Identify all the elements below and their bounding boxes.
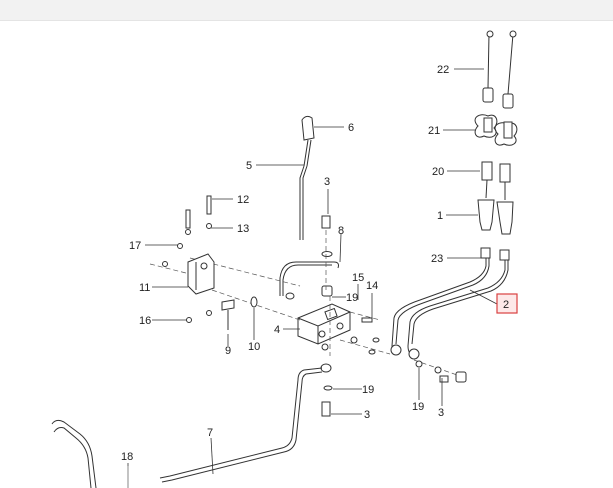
callout-23[interactable]: 23 — [431, 253, 443, 265]
callout-11[interactable]: 11 — [139, 282, 150, 294]
callout-19-lower[interactable]: 19 — [362, 384, 374, 396]
callout-3-lower[interactable]: 3 — [364, 409, 370, 421]
callout-5[interactable]: 5 — [246, 160, 252, 172]
callout-20[interactable]: 20 — [432, 166, 444, 178]
cable-assembly-left — [474, 30, 498, 259]
callout-3-top[interactable]: 3 — [324, 176, 330, 188]
cable-assembly-right — [494, 30, 518, 261]
fittings-and-seals — [221, 292, 467, 417]
return-tube — [159, 367, 323, 483]
callout-15[interactable]: 15 — [352, 272, 364, 284]
callout-3-right[interactable]: 3 — [438, 407, 444, 419]
callout-9[interactable]: 9 — [225, 345, 231, 357]
callout-14[interactable]: 14 — [366, 280, 378, 292]
callout-7[interactable]: 7 — [207, 427, 213, 439]
callout-2-highlight-box — [496, 293, 518, 314]
callout-6[interactable]: 6 — [348, 122, 354, 134]
callout-2[interactable]: 2 — [503, 299, 509, 311]
callout-8[interactable]: 8 — [338, 225, 344, 237]
control-lever — [299, 115, 315, 240]
callout-1[interactable]: 1 — [437, 210, 443, 222]
top-toolbar — [0, 0, 613, 21]
callout-12[interactable]: 12 — [237, 194, 249, 206]
mounting-bracket — [162, 195, 215, 323]
callout-19-right[interactable]: 19 — [412, 401, 424, 413]
bent-pipe — [51, 419, 129, 488]
callout-19-upper[interactable]: 19 — [346, 292, 358, 304]
callout-18[interactable]: 18 — [121, 451, 133, 463]
callouts: 22 21 20 1 23 2 6 5 3 8 12 13 17 11 16 9… — [121, 64, 518, 463]
callout-17[interactable]: 17 — [129, 240, 141, 252]
callout-22[interactable]: 22 — [437, 64, 449, 76]
leader-lines — [127, 68, 498, 475]
callout-16[interactable]: 16 — [139, 315, 151, 327]
hydraulic-tubes — [390, 258, 509, 360]
control-valve-body — [297, 303, 351, 351]
callout-10[interactable]: 10 — [248, 341, 260, 353]
callout-4[interactable]: 4 — [274, 324, 280, 336]
parts-diagram: 22 21 20 1 23 2 6 5 3 8 12 13 17 11 16 9… — [0, 20, 613, 488]
exploded-view-drawing: 22 21 20 1 23 2 6 5 3 8 12 13 17 11 16 9… — [51, 30, 518, 488]
callout-13[interactable]: 13 — [237, 223, 249, 235]
callout-21[interactable]: 21 — [428, 125, 440, 137]
valve-linkage — [279, 215, 339, 297]
